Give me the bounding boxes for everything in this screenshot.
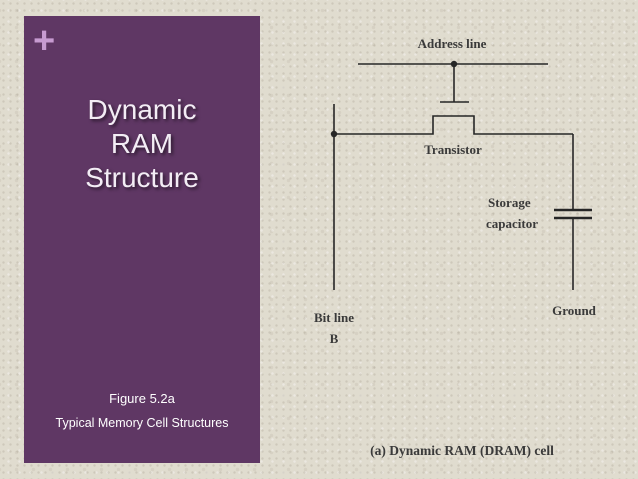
bit-line-label-line1: Bit line	[314, 310, 354, 325]
plus-icon: +	[33, 20, 56, 62]
slide-title: Dynamic RAM Structure	[24, 93, 260, 195]
title-line-3: Structure	[85, 162, 199, 193]
storage-capacitor-label-line2: capacitor	[486, 216, 538, 231]
title-panel	[24, 16, 260, 463]
title-line-2: RAM	[110, 128, 174, 159]
diagram-caption: (a) Dynamic RAM (DRAM) cell	[370, 443, 554, 458]
bit-line-label-line2: B	[330, 331, 339, 346]
figure-number: Figure 5.2a	[109, 391, 175, 406]
transistor-channel	[334, 115, 573, 135]
dram-cell-diagram: Address line Transistor Storage capacito…	[314, 36, 597, 458]
title-line-1: Dynamic	[87, 94, 197, 125]
address-line-label: Address line	[418, 36, 487, 51]
storage-capacitor-label-line1: Storage	[488, 195, 531, 210]
figure-caption: Typical Memory Cell Structures	[55, 416, 229, 430]
transistor-label: Transistor	[424, 142, 482, 157]
ground-label: Ground	[552, 303, 597, 318]
